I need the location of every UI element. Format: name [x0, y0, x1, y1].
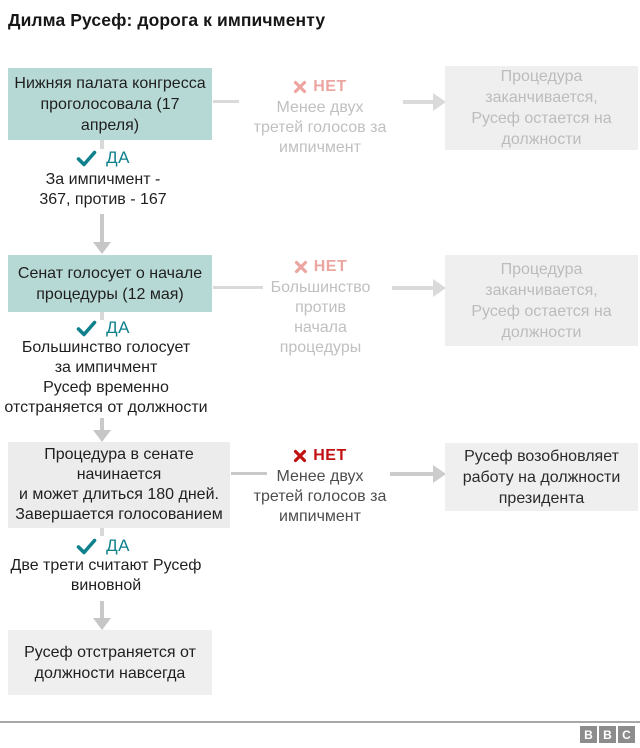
down-arrow-icon-3	[93, 618, 111, 630]
no-label-text: НЕТ	[313, 258, 348, 275]
check-icon	[76, 320, 97, 337]
yes-label-text: ДА	[106, 148, 130, 167]
yes-label-1: ДА	[8, 148, 198, 168]
footer-divider	[0, 721, 640, 723]
bbc-logo-block: C	[618, 726, 635, 743]
no-reason-3: Менее двух третей голосов за импичмент	[253, 468, 387, 525]
check-icon	[76, 538, 97, 555]
no-branch-1: НЕТ Менее двух третей голосов за импичме…	[240, 78, 400, 158]
down-arrow-icon-2	[93, 430, 111, 442]
stub-line-2	[100, 312, 104, 320]
final-box: Русеф отстраняется от должности навсегда	[8, 630, 212, 695]
outcome-box-3: Русеф возобновляет работу на должности п…	[445, 443, 638, 511]
right-arrow-icon-2	[433, 279, 446, 297]
no-branch-3: НЕТ Менее двух третей голосов за импичме…	[245, 447, 395, 527]
connector-line-1	[213, 100, 239, 103]
bbc-logo: B B C	[580, 726, 635, 743]
no-label-text: НЕТ	[313, 447, 347, 464]
page-title: Дилма Русеф: дорога к импичменту	[8, 10, 326, 30]
bbc-logo-block: B	[580, 726, 597, 743]
yes-label-text: ДА	[106, 536, 130, 555]
yes-detail-2: Большинство голосует за импичмент Русеф …	[4, 339, 208, 416]
yes-detail-1: За импичмент - 367, против - 167	[39, 171, 167, 208]
outcome-box-1: Процедура заканчивается, Русеф остается …	[445, 66, 638, 150]
stub-line-1	[100, 140, 104, 149]
right-arrow-shaft-3	[390, 472, 433, 476]
down-arrow-shaft-3	[100, 601, 104, 618]
right-arrow-shaft-1	[403, 100, 433, 104]
no-label-2: НЕТ	[253, 258, 388, 276]
no-label-1: НЕТ	[240, 78, 400, 96]
no-reason-1: Менее двух третей голосов за импичмент	[253, 99, 387, 156]
down-arrow-shaft-1	[100, 214, 104, 242]
no-reason-2: Большинство против начала процедуры	[270, 279, 371, 356]
connector-line-3	[231, 472, 267, 475]
outcome-box-2: Процедура заканчивается, Русеф остается …	[445, 255, 638, 346]
x-icon	[293, 80, 307, 94]
step-box-2: Сенат голосует о начале процедуры (12 ма…	[8, 255, 212, 312]
x-icon	[294, 260, 308, 274]
right-arrow-shaft-2	[392, 286, 433, 290]
down-arrow-shaft-2	[100, 418, 104, 430]
connector-line-2	[213, 286, 263, 289]
no-label-3: НЕТ	[245, 447, 395, 465]
no-label-text: НЕТ	[313, 78, 347, 95]
yes-label-2: ДА	[8, 318, 198, 338]
yes-label-3: ДА	[8, 536, 198, 556]
yes-label-text: ДА	[106, 318, 130, 337]
step-box-3: Процедура в сенате начинается и может дл…	[8, 442, 230, 528]
stub-line-3	[100, 528, 104, 536]
check-icon	[76, 150, 97, 167]
right-arrow-icon-1	[433, 93, 446, 111]
step-box-1: Нижняя палата конгресса проголосовала (1…	[8, 68, 212, 140]
x-icon	[293, 449, 307, 463]
no-branch-2: НЕТ Большинство против начала процедуры	[253, 258, 388, 358]
bbc-logo-block: B	[599, 726, 616, 743]
down-arrow-icon-1	[93, 242, 111, 254]
yes-detail-3: Две трети считают Русеф виновной	[10, 557, 202, 594]
right-arrow-icon-3	[433, 465, 446, 483]
